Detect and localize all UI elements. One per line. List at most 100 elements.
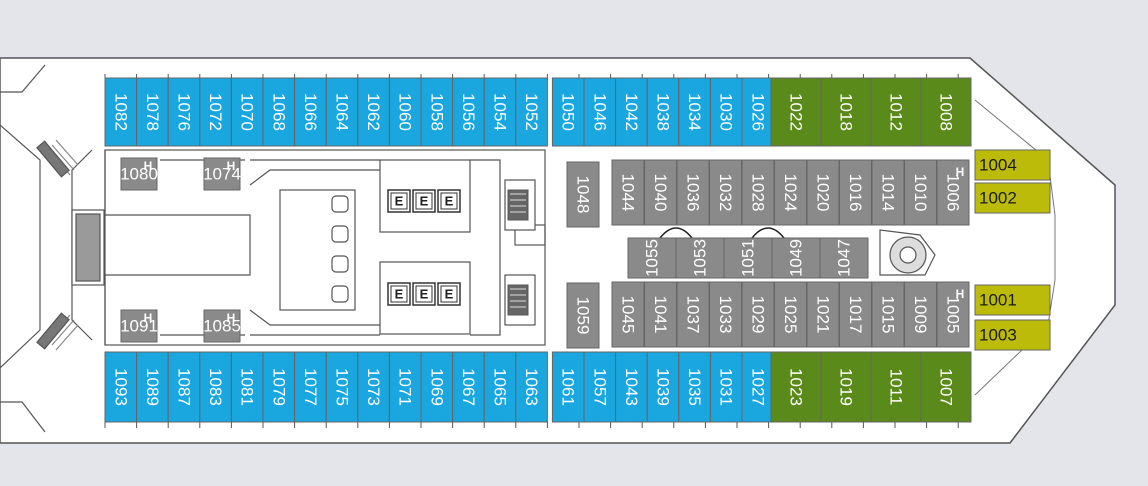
cabin-box: [452, 351, 485, 423]
cabin-1016[interactable]: 1016: [839, 159, 872, 226]
cabin-1002[interactable]: 1002: [974, 182, 1051, 214]
cabin-1024[interactable]: 1024: [774, 159, 807, 226]
cabin-1040[interactable]: 1040: [644, 159, 677, 226]
cabin-1012[interactable]: 1012: [870, 77, 922, 147]
cabin-1032[interactable]: 1032: [709, 159, 742, 226]
cabin-1067[interactable]: 1067: [452, 351, 485, 423]
cabin-1042[interactable]: 1042: [615, 77, 648, 147]
cabin-1014[interactable]: 1014: [871, 159, 905, 226]
cabin-1029[interactable]: 1029: [741, 281, 775, 348]
cabin-1028[interactable]: 1028: [741, 159, 775, 226]
cabin-1071[interactable]: 1071: [388, 351, 422, 423]
cabin-1061[interactable]: 1061: [551, 351, 585, 423]
cabin-1063[interactable]: 1063: [515, 351, 548, 423]
cabin-1072[interactable]: 1072: [199, 77, 232, 147]
cabin-number: 1089: [143, 368, 162, 406]
cabin-1089[interactable]: 1089: [136, 351, 169, 423]
cabin-1059[interactable]: 1059: [566, 282, 600, 349]
cabin-1087[interactable]: 1087: [167, 351, 201, 423]
cabin-box: [325, 77, 359, 147]
cabin-1003[interactable]: 1003: [974, 319, 1051, 351]
cabin-1020[interactable]: 1020: [806, 159, 840, 226]
cabin-1051[interactable]: 1051: [723, 237, 773, 279]
cabin-1066[interactable]: 1066: [294, 77, 327, 147]
cabin-1078[interactable]: 1078: [136, 77, 169, 147]
cabin-box: [262, 77, 296, 147]
cabin-1049[interactable]: 1049: [771, 237, 821, 279]
cabin-1036[interactable]: 1036: [676, 159, 710, 226]
cabin-1015[interactable]: 1015: [871, 281, 905, 348]
cabin-1018[interactable]: 1018: [820, 77, 872, 147]
cabin-1035[interactable]: 1035: [678, 351, 711, 423]
cabin-1043[interactable]: 1043: [615, 351, 648, 423]
cabin-1034[interactable]: 1034: [678, 77, 711, 147]
cabin-1007[interactable]: 1007: [920, 351, 972, 423]
cabin-1055[interactable]: 1055: [627, 237, 677, 279]
cabin-1046[interactable]: 1046: [583, 77, 617, 147]
cabin-1054[interactable]: 1054: [483, 77, 517, 147]
cabin-1048[interactable]: 1048: [566, 161, 600, 228]
cabin-number: 1078: [143, 93, 162, 131]
cabin-1031[interactable]: 1031: [709, 351, 743, 423]
cabin-box: [974, 182, 1051, 214]
cabin-1077[interactable]: 1077: [294, 351, 327, 423]
cabin-1093[interactable]: 1093: [104, 351, 138, 423]
cabin-1073[interactable]: 1073: [357, 351, 390, 423]
cabin-1017[interactable]: 1017: [839, 281, 872, 348]
cabin-number: 1071: [396, 368, 415, 406]
cabin-number: 1015: [879, 296, 898, 334]
cabin-1076[interactable]: 1076: [167, 77, 201, 147]
cabin-1057[interactable]: 1057: [583, 351, 617, 423]
cabin-1022[interactable]: 1022: [770, 77, 822, 147]
cabin-number: 1091: [120, 317, 158, 336]
cabin-1053[interactable]: 1053: [675, 237, 725, 279]
cabin-1069[interactable]: 1069: [420, 351, 454, 423]
cabin-1026[interactable]: 1026: [741, 77, 775, 147]
cabin-1079[interactable]: 1079: [262, 351, 296, 423]
cabin-1047[interactable]: 1047: [819, 237, 869, 279]
cabin-1009[interactable]: 1009: [904, 281, 937, 348]
cabin-1023[interactable]: 1023: [770, 351, 822, 423]
cabin-1062[interactable]: 1062: [357, 77, 390, 147]
cabin-1082[interactable]: 1082: [104, 77, 138, 147]
cabin-1050[interactable]: 1050: [551, 77, 585, 147]
cabin-1068[interactable]: 1068: [262, 77, 296, 147]
cabin-1019[interactable]: 1019: [820, 351, 872, 423]
cabin-1030[interactable]: 1030: [709, 77, 743, 147]
cabin-1039[interactable]: 1039: [646, 351, 680, 423]
cabin-1064[interactable]: 1064: [325, 77, 359, 147]
cabin-1011[interactable]: 1011: [870, 351, 922, 423]
cabin-1056[interactable]: 1056: [452, 77, 485, 147]
cabin-1075[interactable]: 1075: [325, 351, 359, 423]
cabin-1038[interactable]: 1038: [646, 77, 680, 147]
cabin-1052[interactable]: 1052: [515, 77, 548, 147]
cabin-box: [920, 351, 972, 423]
cabin-1027[interactable]: 1027: [741, 351, 775, 423]
elevator-icon: E: [437, 282, 461, 306]
cabin-1008[interactable]: 1008: [920, 77, 972, 147]
cabin-1001[interactable]: 1001: [974, 284, 1051, 316]
cabin-1083[interactable]: 1083: [199, 351, 232, 423]
cabin-1070[interactable]: 1070: [230, 77, 264, 147]
cabin-1081[interactable]: 1081: [230, 351, 264, 423]
cabin-1058[interactable]: 1058: [420, 77, 454, 147]
cabin-1010[interactable]: 1010: [904, 159, 937, 226]
cabin-number: 1029: [749, 296, 768, 334]
cabin-1025[interactable]: 1025: [774, 281, 807, 348]
cabin-1065[interactable]: 1065: [483, 351, 517, 423]
cabin-1041[interactable]: 1041: [644, 281, 677, 348]
cabin-1045[interactable]: 1045: [611, 281, 645, 348]
cabin-1044[interactable]: 1044: [611, 159, 645, 226]
cabin-1033[interactable]: 1033: [709, 281, 742, 348]
cabin-1037[interactable]: 1037: [676, 281, 710, 348]
cabin-1060[interactable]: 1060: [388, 77, 422, 147]
cabin-1021[interactable]: 1021: [806, 281, 840, 348]
cabin-1004[interactable]: 1004: [974, 149, 1051, 181]
